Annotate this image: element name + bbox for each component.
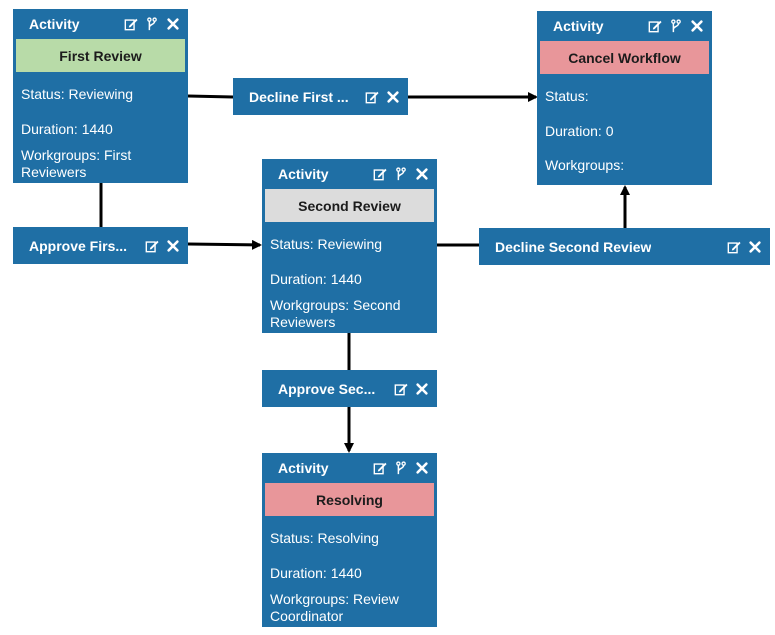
activity-duration: Duration: 1440	[21, 121, 113, 137]
edge-approve-first-to-second	[187, 239, 262, 250]
activity-duration: Duration: 1440	[270, 565, 362, 581]
activity-name: Resolving	[265, 483, 434, 516]
close-icon[interactable]	[166, 17, 180, 31]
close-icon[interactable]	[690, 19, 704, 33]
close-icon[interactable]	[166, 239, 180, 253]
activity-status: Status:	[545, 88, 589, 104]
branch-icon[interactable]	[145, 17, 159, 31]
activity-node-first-review[interactable]: Activity First Review Status: Reviewing …	[13, 9, 188, 183]
edit-icon[interactable]	[394, 382, 408, 396]
edit-icon[interactable]	[145, 239, 159, 253]
transition-decline-second[interactable]: Decline Second Review	[479, 228, 770, 265]
edit-icon[interactable]	[648, 19, 662, 33]
activity-node-resolving[interactable]: Activity Resolving Status: Resolving Dur…	[262, 453, 437, 627]
activity-status: Status: Reviewing	[21, 86, 134, 102]
activity-header: Activity	[278, 460, 329, 476]
activity-header: Activity	[553, 18, 604, 34]
activity-name: Cancel Workflow	[540, 41, 709, 74]
activity-header: Activity	[29, 16, 80, 32]
activity-name: Second Review	[265, 189, 434, 222]
transition-approve-second[interactable]: Approve Sec...	[262, 370, 437, 407]
transition-label: Approve Firs...	[29, 237, 128, 254]
edit-icon[interactable]	[124, 17, 138, 31]
transition-decline-first[interactable]: Decline First ...	[233, 78, 408, 115]
edge-first-to-decline-first	[187, 94, 234, 99]
activity-workgroups: Workgroups: First Reviewers	[21, 147, 132, 180]
edit-icon[interactable]	[365, 90, 379, 104]
activity-status: Status: Resolving	[270, 530, 379, 546]
close-icon[interactable]	[415, 382, 429, 396]
activity-name: First Review	[16, 39, 185, 72]
transition-label: Approve Sec...	[278, 380, 376, 397]
transition-label: Decline Second Review	[495, 238, 652, 255]
activity-status: Status: Reviewing	[270, 236, 383, 252]
close-icon[interactable]	[748, 240, 762, 254]
activity-workgroups: Workgroups: Second Reviewers	[270, 297, 401, 330]
edit-icon[interactable]	[373, 167, 387, 181]
close-icon[interactable]	[415, 461, 429, 475]
branch-icon[interactable]	[394, 461, 408, 475]
activity-header: Activity	[278, 166, 329, 182]
branch-icon[interactable]	[669, 19, 683, 33]
transition-label: Decline First ...	[249, 88, 349, 105]
activity-workgroups: Workgroups:	[545, 157, 625, 173]
activity-workgroups: Workgroups: Review Coordinator	[270, 591, 399, 624]
activity-duration: Duration: 0	[545, 123, 614, 139]
close-icon[interactable]	[386, 90, 400, 104]
close-icon[interactable]	[415, 167, 429, 181]
edit-icon[interactable]	[727, 240, 741, 254]
activity-duration: Duration: 1440	[270, 271, 362, 287]
branch-icon[interactable]	[394, 167, 408, 181]
activity-node-cancel-workflow[interactable]: Activity Cancel Workflow Status: Duratio…	[537, 11, 712, 185]
transition-approve-first[interactable]: Approve Firs...	[13, 227, 188, 264]
edit-icon[interactable]	[373, 461, 387, 475]
activity-node-second-review[interactable]: Activity Second Review Status: Reviewing…	[262, 159, 437, 333]
